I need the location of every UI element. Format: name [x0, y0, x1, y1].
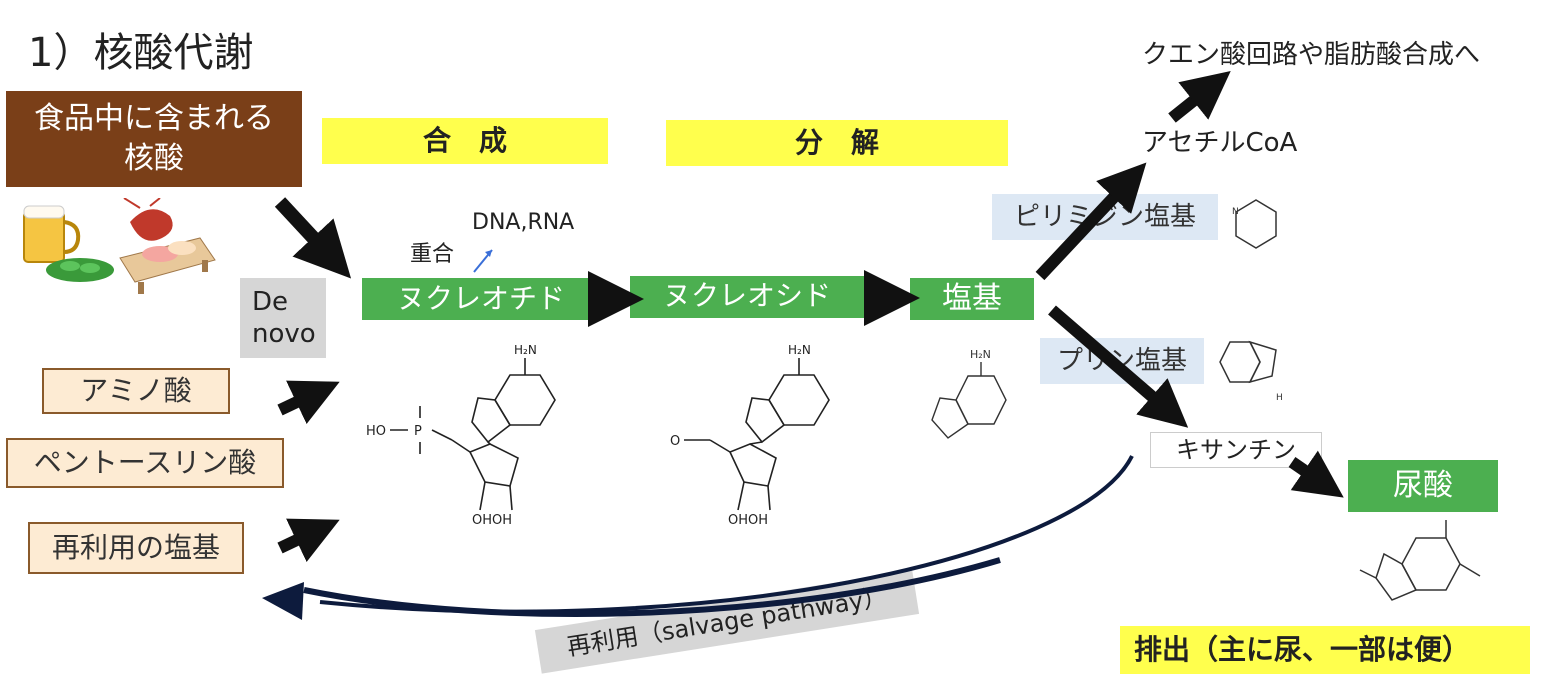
excretion-label: 排出（主に尿、一部は便）	[1120, 626, 1530, 674]
food-illustration	[23, 198, 216, 294]
pyrimidine-n: N	[1232, 207, 1239, 217]
nucleoside-ohoh: OHOH	[728, 513, 768, 528]
salvage-arrowhead	[262, 582, 304, 620]
adenine-structure: H₂N	[931, 348, 1007, 439]
amino-acid-box: アミノ酸	[42, 368, 230, 414]
nucleotide-ho: HO	[366, 424, 386, 439]
edamame-icon	[46, 258, 114, 282]
nucleotide-ohoh: OHOH	[472, 513, 512, 528]
sushi-board-icon	[119, 198, 216, 294]
polymerize-label: 重合	[410, 242, 455, 267]
de-novo-line2: novo	[252, 319, 316, 349]
base-to-acetylcoa-arrow	[1035, 162, 1147, 281]
reused-base-box: 再利用の塩基	[28, 522, 244, 574]
purine-ring: H	[1219, 340, 1283, 403]
food-box-line2: 核酸	[124, 141, 184, 176]
food-box-line1: 食品中に含まれる	[34, 101, 274, 136]
uric-acid-box: 尿酸	[1348, 460, 1498, 512]
acetylcoa-to-tca-arrow	[1168, 71, 1231, 123]
nucleotide-nh2: H₂N	[514, 343, 537, 357]
uric-acid-structure	[1359, 520, 1481, 601]
synthesis-header: 合 成	[322, 118, 608, 164]
pentose-phosphate-box: ペントースリン酸	[6, 438, 284, 488]
nucleoside-box: ヌクレオシド	[630, 276, 864, 318]
amino-acid-arrow	[277, 380, 340, 424]
nucleoside-nh2: H₂N	[788, 343, 811, 357]
de-novo-box: De novo	[240, 278, 326, 358]
page-title: 1）核酸代謝	[28, 30, 254, 76]
adenine-nh2: H₂N	[970, 348, 991, 361]
base-to-xanthine-arrow	[1048, 305, 1189, 428]
dna-rna-label: DNA,RNA	[472, 210, 575, 235]
decomposition-header: 分 解	[666, 120, 1008, 166]
nucleoside-o: O	[670, 434, 680, 449]
purine-h: H	[1276, 393, 1283, 403]
tca-fatty-acid-label: クエン酸回路や脂肪酸合成へ	[1142, 40, 1481, 70]
de-novo-line1: De	[252, 287, 289, 317]
pyrimidine-ring: N	[1232, 199, 1277, 249]
pyrimidine-base-box: ピリミジン塩基	[992, 194, 1218, 240]
dietary-nucleic-acid-box: 食品中に含まれる 核酸	[6, 91, 302, 187]
acetyl-coa-label: アセチルCoA	[1142, 128, 1298, 158]
reused-base-arrow	[277, 518, 340, 562]
beer-mug-icon	[23, 205, 81, 263]
nucleotide-p: P	[414, 424, 422, 439]
nucleoside-structure: H₂N O OHOH	[670, 343, 830, 528]
xanthine-to-uric-acid-arrow	[1288, 450, 1344, 498]
nucleotide-box: ヌクレオチド	[362, 278, 600, 320]
base-box: 塩基	[910, 278, 1034, 320]
nucleotide-structure: H₂N P HO OHOH	[366, 343, 556, 528]
food-to-synthesis-arrow	[274, 197, 352, 279]
